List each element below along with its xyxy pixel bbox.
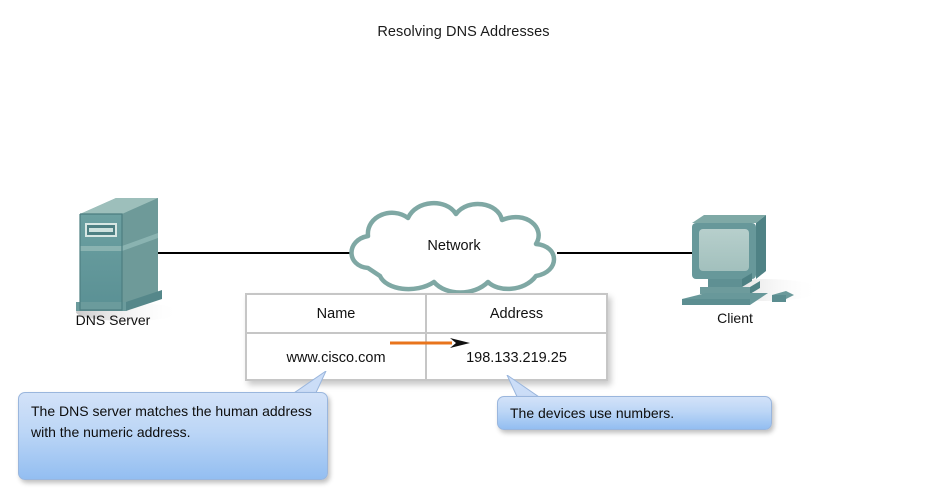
cell-ip-address: 198.133.219.25 bbox=[466, 349, 567, 366]
table-header-address: Address bbox=[489, 305, 544, 322]
client-label: Client bbox=[717, 310, 753, 326]
table-header-name: Name bbox=[247, 295, 427, 332]
page-title: Resolving DNS Addresses bbox=[377, 24, 550, 40]
link-network-to-client bbox=[557, 252, 695, 254]
link-server-to-network bbox=[148, 252, 363, 254]
client-node: Client bbox=[660, 195, 830, 340]
callout-dns-server: The DNS server matches the human address… bbox=[18, 392, 328, 480]
table-row: www.cisco.com 198.133.219.25 bbox=[247, 334, 606, 381]
table-header-row: Name Address bbox=[247, 295, 606, 334]
network-cloud-icon bbox=[349, 200, 557, 295]
cell-domain-name: www.cisco.com bbox=[247, 334, 427, 381]
network-label: Network bbox=[427, 238, 481, 254]
server-icon bbox=[76, 198, 180, 321]
network-cloud-node: Network bbox=[338, 196, 570, 306]
mapping-arrow-icon bbox=[390, 338, 470, 348]
dns-server-label: DNS Server bbox=[75, 312, 151, 328]
desktop-computer-icon bbox=[682, 215, 820, 305]
dns-server-node: DNS Server bbox=[58, 190, 188, 340]
dns-lookup-table: Name Address www.cisco.com 198.133.219.2… bbox=[245, 293, 608, 381]
callout-devices: The devices use numbers. bbox=[497, 396, 772, 430]
